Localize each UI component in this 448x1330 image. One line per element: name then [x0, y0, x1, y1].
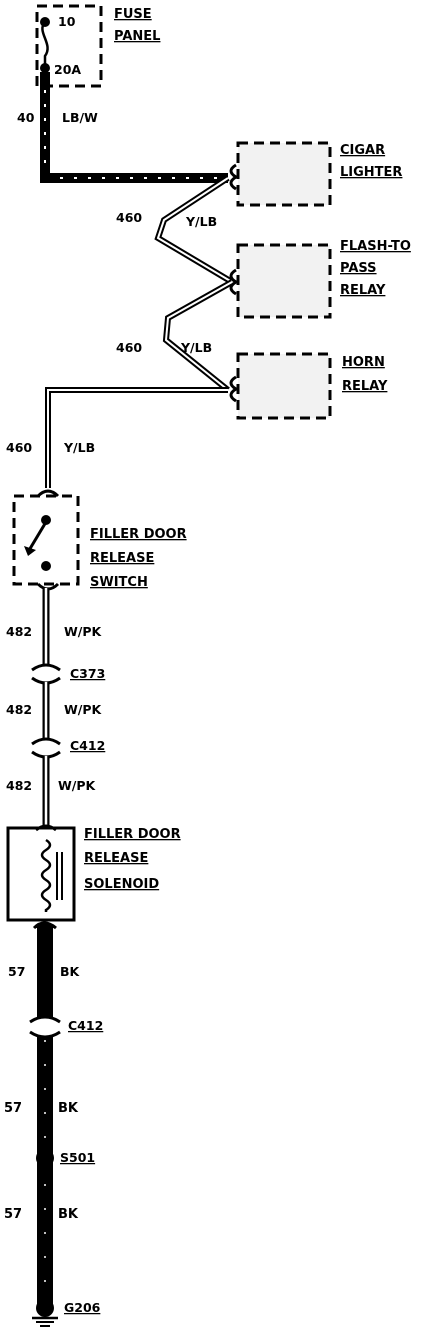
- wire-57-b-color: BK: [58, 1101, 79, 1116]
- wire-460-cigar-to-flash: [154, 175, 234, 285]
- wire-460-b-number: 460: [116, 340, 142, 355]
- fuse-element-icon: [41, 21, 49, 68]
- filler-solenoid-label-3: SOLENOID: [84, 877, 159, 892]
- wire-460-b-color: Y/LB: [180, 340, 212, 355]
- flash-to-pass-label-2: PASS: [340, 261, 377, 276]
- connector-c412-lower-label: C412: [68, 1018, 103, 1033]
- flash-to-pass-terminal-icon: [229, 268, 239, 296]
- cigar-lighter-label-1: CIGAR: [340, 143, 385, 158]
- wire-57-c-number: 57: [4, 1207, 22, 1222]
- horn-relay-label-1: HORN: [342, 355, 385, 370]
- fuse-number: 10: [58, 14, 76, 29]
- horn-relay-terminal-icon: [229, 375, 239, 403]
- connector-c373-label: C373: [70, 666, 105, 681]
- fuse-panel: 10 20A: [35, 4, 103, 88]
- wire-40-number: 40: [17, 110, 35, 125]
- wire-482-c-number: 482: [6, 778, 32, 793]
- filler-solenoid-label-1: FILLER DOOR: [84, 827, 181, 842]
- wire-57-a-number: 57: [8, 964, 25, 979]
- wire-460-c-number: 460: [6, 440, 32, 455]
- wire-460-horn-to-switch: [45, 387, 228, 488]
- wire-57-c-color: BK: [58, 1207, 79, 1222]
- wire-482-a-number: 482: [6, 624, 32, 639]
- connector-c412-upper-label: C412: [70, 738, 105, 753]
- wire-460-flash-to-horn: [162, 279, 234, 393]
- fuse-panel-label-1: FUSE: [114, 7, 152, 22]
- filler-door-release-switch: [12, 489, 80, 591]
- flash-to-pass-relay: [229, 243, 332, 319]
- filler-switch-label-2: RELEASE: [90, 551, 154, 566]
- switch-top-connector-icon: [36, 489, 60, 498]
- solenoid-coil-icon: [40, 838, 52, 912]
- wire-460-a-number: 460: [116, 210, 142, 225]
- fuse-rating: 20A: [54, 62, 81, 77]
- splice-s501: [36, 1149, 54, 1167]
- horn-relay-label-2: RELAY: [342, 379, 388, 394]
- switch-contact-bottom: [41, 561, 51, 571]
- solenoid-top-connector-icon: [35, 824, 57, 832]
- wire-482-b-color: W/PK: [64, 702, 103, 717]
- wire-40-color: LB/W: [62, 110, 98, 125]
- fuse-panel-label-2: PANEL: [114, 29, 160, 44]
- filler-door-release-solenoid: [6, 824, 76, 922]
- wire-482-b-number: 482: [6, 702, 32, 717]
- flash-to-pass-label-1: FLASH-TO: [340, 239, 411, 254]
- ground-symbol-icon: [32, 1314, 58, 1327]
- cigar-lighter-terminal-icon: [229, 163, 239, 191]
- connector-c412-lower: [29, 1015, 61, 1039]
- switch-contact-top: [41, 515, 51, 525]
- wire-57-segment-1: [32, 921, 57, 1018]
- ground-g206: [32, 1299, 58, 1327]
- horn-relay: [229, 352, 332, 420]
- cigar-lighter: [229, 141, 332, 207]
- wire-460-a-color: Y/LB: [185, 214, 217, 229]
- splice-s501-label: S501: [60, 1150, 95, 1165]
- ground-g206-label: G206: [64, 1300, 101, 1315]
- connector-c373: [31, 663, 61, 685]
- wire-40: [40, 72, 228, 183]
- filler-solenoid-label-2: RELEASE: [84, 851, 148, 866]
- cigar-lighter-label-2: LIGHTER: [340, 165, 402, 180]
- filler-switch-label-3: SWITCH: [90, 575, 148, 590]
- connector-c412-upper: [31, 737, 61, 759]
- wire-482-c-color: W/PK: [58, 778, 97, 793]
- filler-switch-label-1: FILLER DOOR: [90, 527, 187, 542]
- switch-blade-icon: [26, 521, 48, 553]
- wire-57-a-color: BK: [60, 964, 81, 979]
- wire-482-a-color: W/PK: [64, 624, 103, 639]
- flash-to-pass-label-3: RELAY: [340, 283, 386, 298]
- wire-57-b-number: 57: [4, 1101, 22, 1116]
- wire-460-c-color: Y/LB: [63, 440, 95, 455]
